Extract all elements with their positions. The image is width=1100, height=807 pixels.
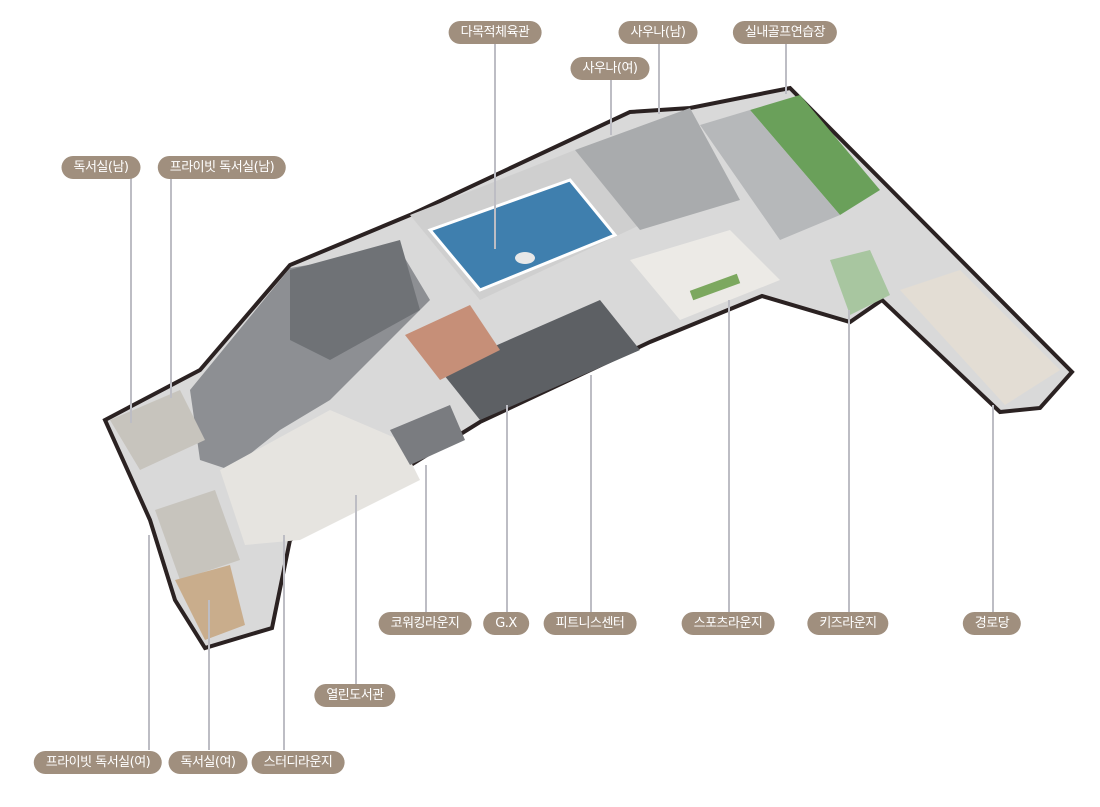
golf-green bbox=[750, 95, 880, 215]
leader-line bbox=[208, 600, 210, 750]
label-reading-room-women: 독서실(여) bbox=[168, 751, 248, 774]
sauna-area bbox=[575, 108, 740, 230]
label-open-library: 열린도서관 bbox=[314, 684, 396, 707]
leader-line bbox=[425, 465, 427, 612]
label-private-reading-room-women: 프라이빗 독서실(여) bbox=[33, 751, 163, 774]
label-fitness-center: 피트니스센터 bbox=[543, 612, 637, 635]
leader-line bbox=[992, 405, 994, 612]
leader-line bbox=[170, 178, 172, 398]
leader-line bbox=[610, 80, 612, 135]
kids-lounge-area bbox=[830, 250, 890, 315]
leader-line bbox=[148, 535, 150, 750]
pool-court bbox=[427, 178, 618, 292]
leader-line bbox=[506, 405, 508, 612]
leader-line bbox=[590, 375, 592, 612]
private-rooms bbox=[175, 565, 245, 640]
label-kids-lounge: 키즈라운지 bbox=[807, 612, 889, 635]
library-area bbox=[220, 410, 420, 545]
golf-bays bbox=[700, 110, 840, 240]
reading-room-women-area bbox=[155, 490, 240, 580]
leader-line bbox=[130, 178, 132, 423]
label-study-lounge: 스터디라운지 bbox=[251, 751, 345, 774]
sports-lounge-area bbox=[630, 230, 780, 320]
leader-line bbox=[785, 44, 787, 94]
coworking-area bbox=[390, 405, 465, 465]
label-private-reading-room-men: 프라이빗 독서실(남) bbox=[157, 156, 287, 179]
label-sauna-men: 사우나(남) bbox=[618, 21, 698, 44]
label-reading-room-men: 독서실(남) bbox=[61, 156, 141, 179]
leader-line bbox=[355, 495, 357, 685]
label-coworking-lounge: 코워킹라운지 bbox=[378, 612, 472, 635]
leader-line bbox=[494, 44, 496, 249]
fitness-floor bbox=[440, 300, 640, 420]
north-rooms bbox=[290, 240, 420, 360]
leader-line bbox=[658, 44, 660, 114]
gx-room bbox=[405, 305, 500, 380]
leader-line bbox=[848, 310, 850, 612]
label-senior-center: 경로당 bbox=[962, 612, 1022, 635]
label-indoor-golf: 실내골프연습장 bbox=[732, 21, 838, 44]
leader-line bbox=[728, 300, 730, 612]
senior-center-area bbox=[900, 270, 1060, 405]
label-sports-lounge: 스포츠라운지 bbox=[681, 612, 775, 635]
leader-line bbox=[283, 535, 285, 750]
label-sauna-women: 사우나(여) bbox=[570, 57, 650, 80]
label-multipurpose-gym: 다목적체육관 bbox=[448, 21, 542, 44]
reading-room-men-area bbox=[110, 390, 205, 470]
label-gx: G.X bbox=[483, 612, 529, 635]
